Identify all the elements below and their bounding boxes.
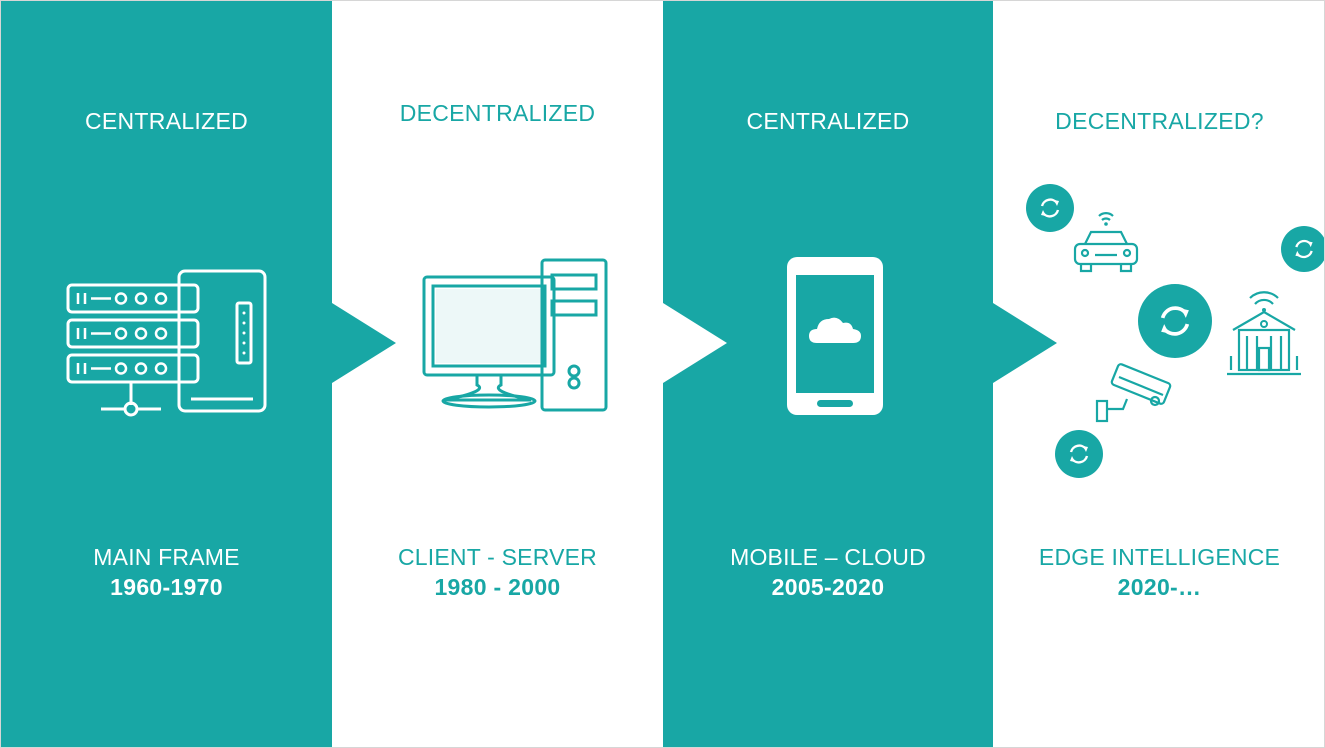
stage-panel-edge-intelligence: DECENTRALIZED? <box>993 1 1324 747</box>
stage-heading: DECENTRALIZED? <box>1055 108 1264 134</box>
stage-panel-client-server: DECENTRALIZED CLIENT - SERVER 1980 - 200… <box>332 1 663 747</box>
stage-era: MAIN FRAME <box>93 544 240 570</box>
stage-panel-mainframe: CENTRALIZED <box>1 1 332 747</box>
stage-era: MOBILE – CLOUD <box>730 544 926 570</box>
sync-icon <box>1026 184 1074 232</box>
arrow-right-icon <box>332 303 396 383</box>
connected-car-icon <box>1073 212 1139 273</box>
security-camera-icon <box>1095 363 1172 423</box>
stage-years: 2005-2020 <box>771 574 885 600</box>
mainframe-server-icon <box>66 269 267 417</box>
arrow-right-icon <box>993 303 1057 383</box>
arrow-right-icon <box>663 303 727 383</box>
stage-era: CLIENT - SERVER <box>398 544 597 570</box>
stage-years: 1980 - 2000 <box>434 574 561 600</box>
smart-home-icon <box>1227 291 1301 376</box>
sync-icon <box>1055 430 1103 478</box>
stage-years: 2020-… <box>1117 574 1202 600</box>
sync-icon <box>1138 284 1212 358</box>
smartphone-cloud-icon <box>787 257 883 415</box>
stage-heading: CENTRALIZED <box>746 108 910 134</box>
stage-heading: DECENTRALIZED <box>399 100 596 126</box>
desktop-computer-icon <box>422 258 608 412</box>
stage-heading: CENTRALIZED <box>84 108 249 134</box>
sync-icon <box>1281 226 1324 272</box>
stage-years: 1960-1970 <box>110 574 223 600</box>
stage-era: EDGE INTELLIGENCE <box>1038 544 1281 570</box>
